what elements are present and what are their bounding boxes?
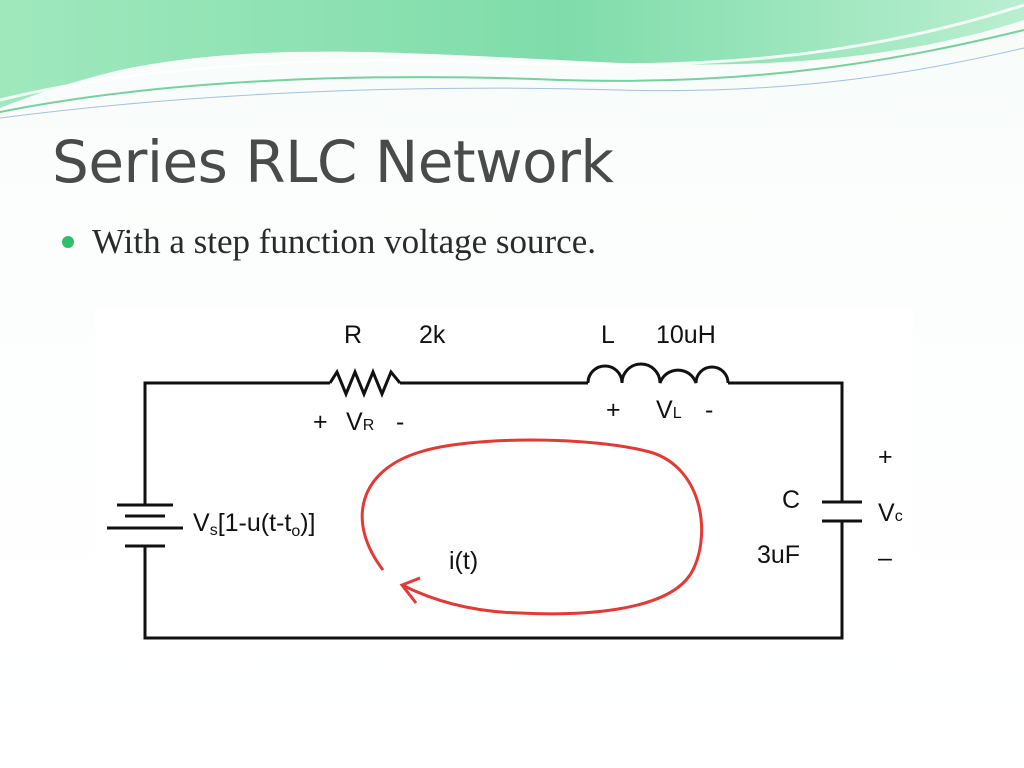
bullet-item: With a step function voltage source. [62, 222, 596, 262]
vc-plus-label: + [878, 443, 893, 471]
header-wave-banner [0, 0, 1024, 119]
inductor-symbol [586, 362, 730, 384]
vr-plus-label: + [313, 408, 328, 436]
inductor-name-label: L [601, 321, 615, 349]
source-subscript: s [210, 522, 218, 539]
vl-minus-label: - [705, 396, 713, 424]
vr-minus-label: - [396, 408, 404, 436]
vc-subscript: c [895, 508, 903, 525]
resistor-value-label: 2k [419, 321, 446, 349]
voltage-source-symbol [107, 503, 183, 548]
source-symbol: V [193, 509, 210, 537]
source-expr-end: )] [300, 509, 315, 537]
slide-title: Series RLC Network [52, 128, 614, 196]
vr-label: VR [346, 408, 374, 436]
source-expression-label: Vs[1-u(t-to)] [193, 509, 316, 540]
vl-plus-label: + [606, 396, 621, 424]
circuit-wires [143, 381, 844, 640]
vr-symbol: V [346, 408, 363, 436]
capacitor-symbol [822, 500, 862, 523]
vc-minus-label: – [878, 544, 892, 572]
vc-label: Vc [878, 499, 903, 527]
vl-label: VL [656, 396, 682, 424]
rlc-circuit-diagram: R 2k L 10uH + VR - + VL - C 3uF + Vc – V… [95, 308, 913, 658]
bullet-dot-icon [62, 236, 74, 248]
vl-subscript: L [673, 405, 682, 422]
bullet-text: With a step function voltage source. [92, 222, 596, 261]
source-expr-subscript: o [291, 523, 300, 540]
capacitor-name-label: C [782, 486, 800, 514]
current-label: i(t) [449, 547, 478, 575]
vl-symbol: V [656, 396, 673, 424]
capacitor-value-label: 3uF [757, 541, 800, 569]
resistor-name-label: R [344, 321, 362, 349]
source-expr-start: [1-u(t-t [218, 509, 292, 537]
resistor-symbol [328, 368, 402, 398]
inductor-value-label: 10uH [656, 321, 716, 349]
current-loop-arrow [360, 438, 704, 616]
vc-symbol: V [878, 499, 895, 527]
vr-subscript: R [363, 417, 375, 434]
